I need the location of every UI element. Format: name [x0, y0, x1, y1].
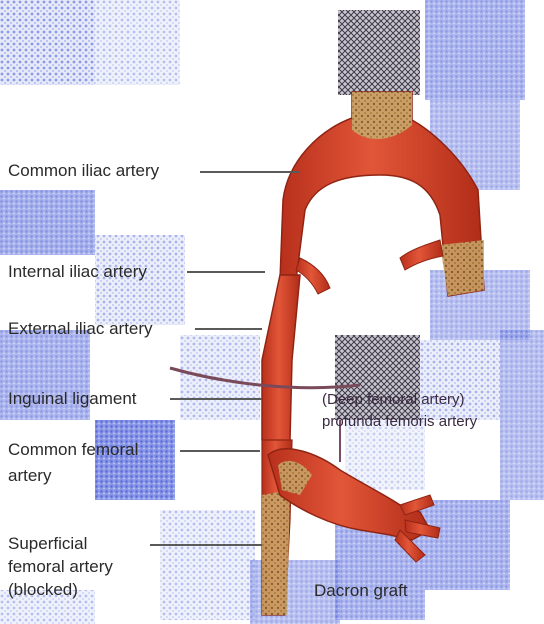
label-inguinal-ligament: Inguinal ligament [8, 389, 137, 409]
label-internal-iliac: Internal iliac artery [8, 262, 147, 282]
label-superficial-2: femoral artery [8, 557, 113, 577]
label-superficial-1: Superficial [8, 534, 87, 554]
label-common-iliac: Common iliac artery [8, 161, 159, 181]
internal-iliac-branch [296, 258, 330, 294]
label-profunda: profunda femoris artery [322, 412, 477, 432]
aortic-graft [338, 10, 420, 95]
label-common-femoral-2: artery [8, 466, 51, 486]
label-superficial-3: (blocked) [8, 580, 78, 600]
label-deep-femoral: (Deep femoral artery) [322, 390, 465, 410]
external-iliac [262, 275, 300, 450]
label-external-iliac: External iliac artery [8, 319, 153, 339]
label-common-femoral-1: Common femoral [8, 440, 138, 460]
label-dacron-graft: Dacron graft [314, 581, 408, 601]
